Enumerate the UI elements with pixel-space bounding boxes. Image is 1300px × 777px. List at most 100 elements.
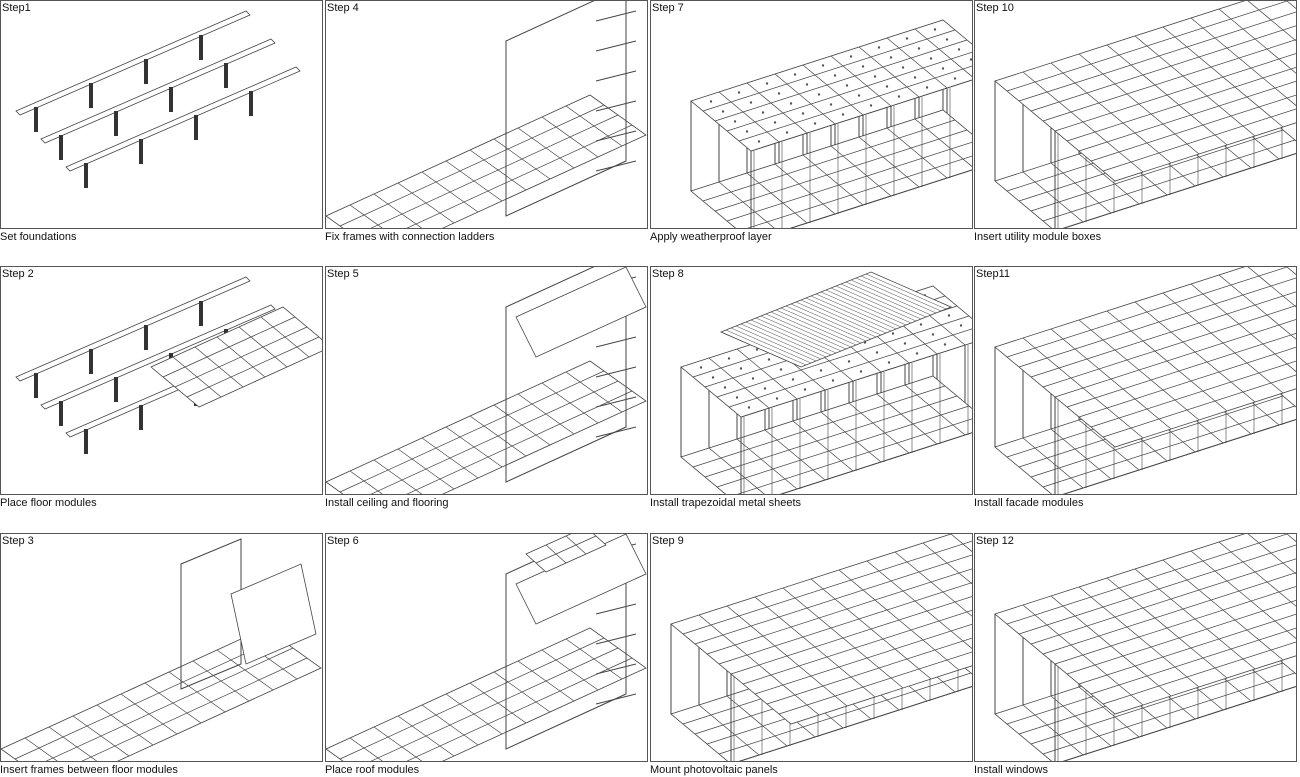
drawing-line xyxy=(714,39,968,122)
drawing-line xyxy=(726,141,972,222)
drawing-line xyxy=(745,321,827,358)
drawing-line xyxy=(595,633,637,645)
drawing-line xyxy=(339,637,605,760)
drawing-line xyxy=(1090,627,1296,695)
drawing-line xyxy=(406,657,633,761)
drawing-line xyxy=(726,695,788,747)
drawing-dot xyxy=(721,110,725,113)
step-caption: Insert frames between floor modules xyxy=(0,764,178,776)
drawing-line xyxy=(815,293,897,330)
drawing-line xyxy=(1042,39,1296,122)
drawing-line xyxy=(735,325,817,362)
drawing-line xyxy=(858,46,920,98)
drawing-line xyxy=(1018,277,1296,368)
drawing-dot xyxy=(747,406,751,409)
step-caption: Mount photovoltaic panels xyxy=(650,764,778,776)
drawing-line xyxy=(716,405,970,488)
drawing-dot xyxy=(805,83,809,86)
drawing-line xyxy=(765,313,847,350)
drawing-line xyxy=(595,426,637,438)
drawing-dot xyxy=(891,332,895,335)
step-caption: Place floor modules xyxy=(0,497,97,509)
drawing-line xyxy=(1042,139,1296,222)
drawing-line xyxy=(708,447,765,494)
drawing-line xyxy=(820,291,902,328)
isometric-drawing xyxy=(994,1,1296,228)
drawing-line xyxy=(595,396,637,408)
drawing-dot xyxy=(755,348,759,351)
isometric-drawing xyxy=(994,267,1296,494)
isometric-drawing xyxy=(326,1,647,228)
drawing-line xyxy=(1042,672,1296,755)
drawing-dot xyxy=(943,343,947,346)
drawing-dot xyxy=(889,56,893,59)
drawing-line xyxy=(682,540,972,635)
step-drawing: Step 12 xyxy=(974,533,1297,762)
isometric-drawing xyxy=(326,534,647,761)
drawing-dot xyxy=(917,47,921,50)
drawing-line xyxy=(914,118,972,167)
drawing-line xyxy=(1030,25,1296,112)
drawing-line xyxy=(1050,695,1112,747)
drawing-dot xyxy=(919,323,923,326)
drawing-line xyxy=(825,289,907,326)
drawing-line xyxy=(1066,600,1296,675)
isometric-drawing xyxy=(15,10,301,188)
drawing-line xyxy=(1042,405,1296,488)
drawing-line xyxy=(750,319,832,356)
drawing-line xyxy=(718,672,972,755)
drawing-line xyxy=(775,309,857,346)
drawing-line xyxy=(755,317,837,354)
drawing-line xyxy=(1054,53,1296,132)
drawing-line xyxy=(595,130,637,142)
drawing-line xyxy=(698,704,760,756)
drawing-line xyxy=(704,395,958,478)
step-label: Step 7 xyxy=(652,2,684,14)
drawing-shape xyxy=(505,267,627,483)
drawing-line xyxy=(865,273,947,310)
step-caption: Place roof modules xyxy=(325,764,420,776)
drawing-dot xyxy=(733,120,737,123)
drawing-line xyxy=(805,297,887,334)
drawing-shape xyxy=(65,66,301,172)
drawing-shape xyxy=(15,10,251,116)
step-caption: Install windows xyxy=(974,764,1048,776)
drawing-line xyxy=(886,37,948,89)
drawing-line xyxy=(1022,437,1084,489)
drawing-line xyxy=(1286,267,1296,275)
drawing-line xyxy=(595,160,637,172)
drawing-line xyxy=(785,305,867,342)
drawing-line xyxy=(740,323,822,360)
drawing-dot xyxy=(885,85,889,88)
drawing-line xyxy=(595,100,637,112)
drawing-dot xyxy=(859,370,863,373)
drawing-line xyxy=(45,647,294,761)
drawing-line xyxy=(1078,153,1140,205)
drawing-line xyxy=(820,411,882,463)
drawing-dot xyxy=(763,387,767,390)
drawing-line xyxy=(370,380,619,494)
drawing-dot xyxy=(699,366,703,369)
drawing-shape xyxy=(230,563,317,665)
step-label: Step 4 xyxy=(327,2,359,14)
drawing-line xyxy=(162,316,296,378)
drawing-dot xyxy=(777,92,781,95)
step-caption: Install trapezoidal metal sheets xyxy=(650,497,802,509)
drawing-dot xyxy=(711,376,715,379)
drawing-line xyxy=(1042,305,1296,388)
step-label: Step 6 xyxy=(327,535,359,547)
step-caption: Fix frames with connection ladders xyxy=(325,231,495,243)
step-drawing: Step 4 xyxy=(325,0,648,229)
drawing-dot xyxy=(833,74,837,77)
drawing-line xyxy=(1078,419,1140,471)
drawing-dot xyxy=(735,396,739,399)
step-label: Step 5 xyxy=(327,268,359,280)
drawing-shape xyxy=(15,276,251,382)
drawing-line xyxy=(738,65,972,142)
drawing-line xyxy=(845,281,927,318)
drawing-dot xyxy=(941,67,945,70)
drawing-line xyxy=(702,29,956,112)
drawing-dot xyxy=(933,28,937,31)
drawing-line xyxy=(1018,544,1296,635)
drawing-line xyxy=(1286,1,1296,9)
